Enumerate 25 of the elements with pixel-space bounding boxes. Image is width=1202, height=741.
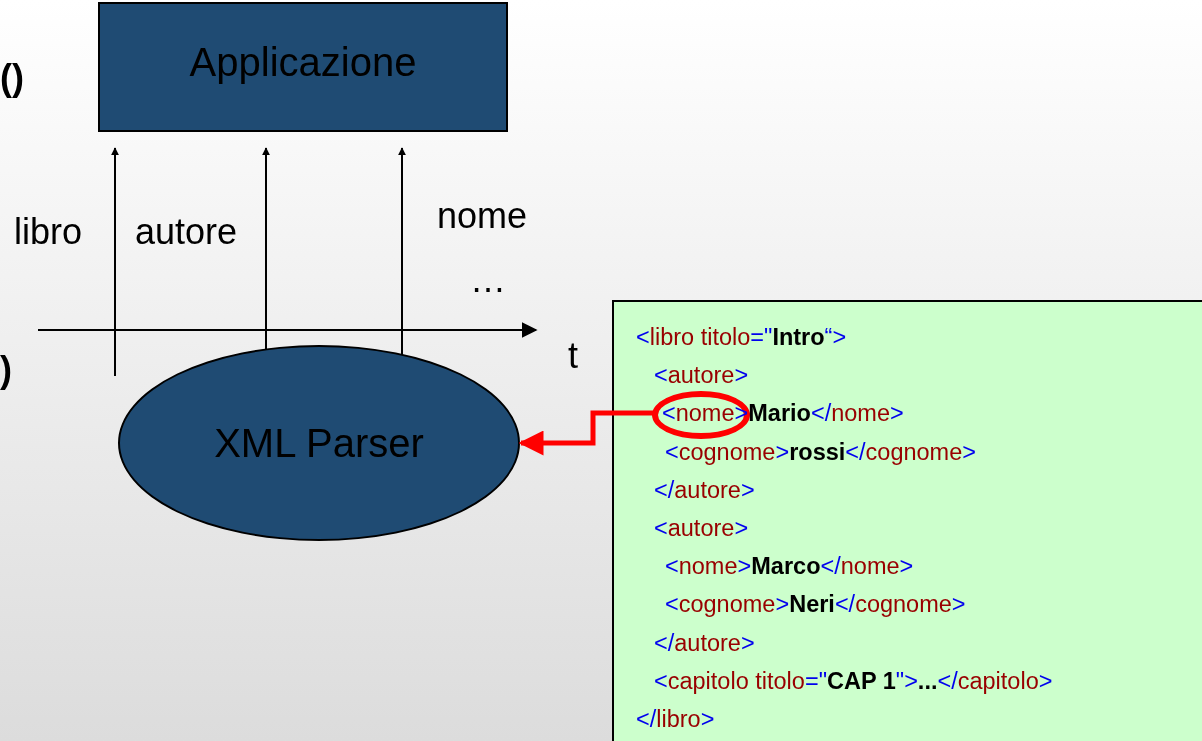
node-label: Applicazione: [189, 39, 417, 85]
code-line: <cognome>rossi</cognome>: [665, 440, 976, 465]
code-line: <nome>Marco</nome>: [665, 555, 914, 579]
arrow: [398, 147, 406, 356]
bracket-text: (): [0, 60, 24, 96]
process-box: [98, 2, 508, 132]
code-line: <autore>: [654, 517, 749, 541]
code-line: <autore>: [654, 364, 749, 388]
edge-label: nome: [437, 198, 528, 234]
ellipsis: …: [470, 262, 506, 298]
edge-label: libro: [14, 214, 83, 250]
code-line: <cognome>Neri</cognome>: [665, 593, 966, 617]
axis-label: t: [568, 338, 578, 374]
code-line: </libro>: [636, 708, 715, 732]
code-panel: [612, 300, 1202, 741]
node-label: XML Parser: [214, 420, 424, 466]
edge-label: autore: [135, 214, 238, 250]
code-line: </autore>: [654, 631, 755, 656]
code-line: </autore>: [654, 478, 755, 503]
arrow: [111, 147, 119, 377]
code-line: <libro titolo="Intro“>: [636, 326, 847, 350]
code-line: <capitolo titolo="CAP 1">...</capitolo>: [654, 669, 1053, 694]
bracket-text: ): [0, 352, 12, 388]
leader-arrow: [518, 410, 654, 456]
highlight-ellipse: [652, 391, 750, 439]
